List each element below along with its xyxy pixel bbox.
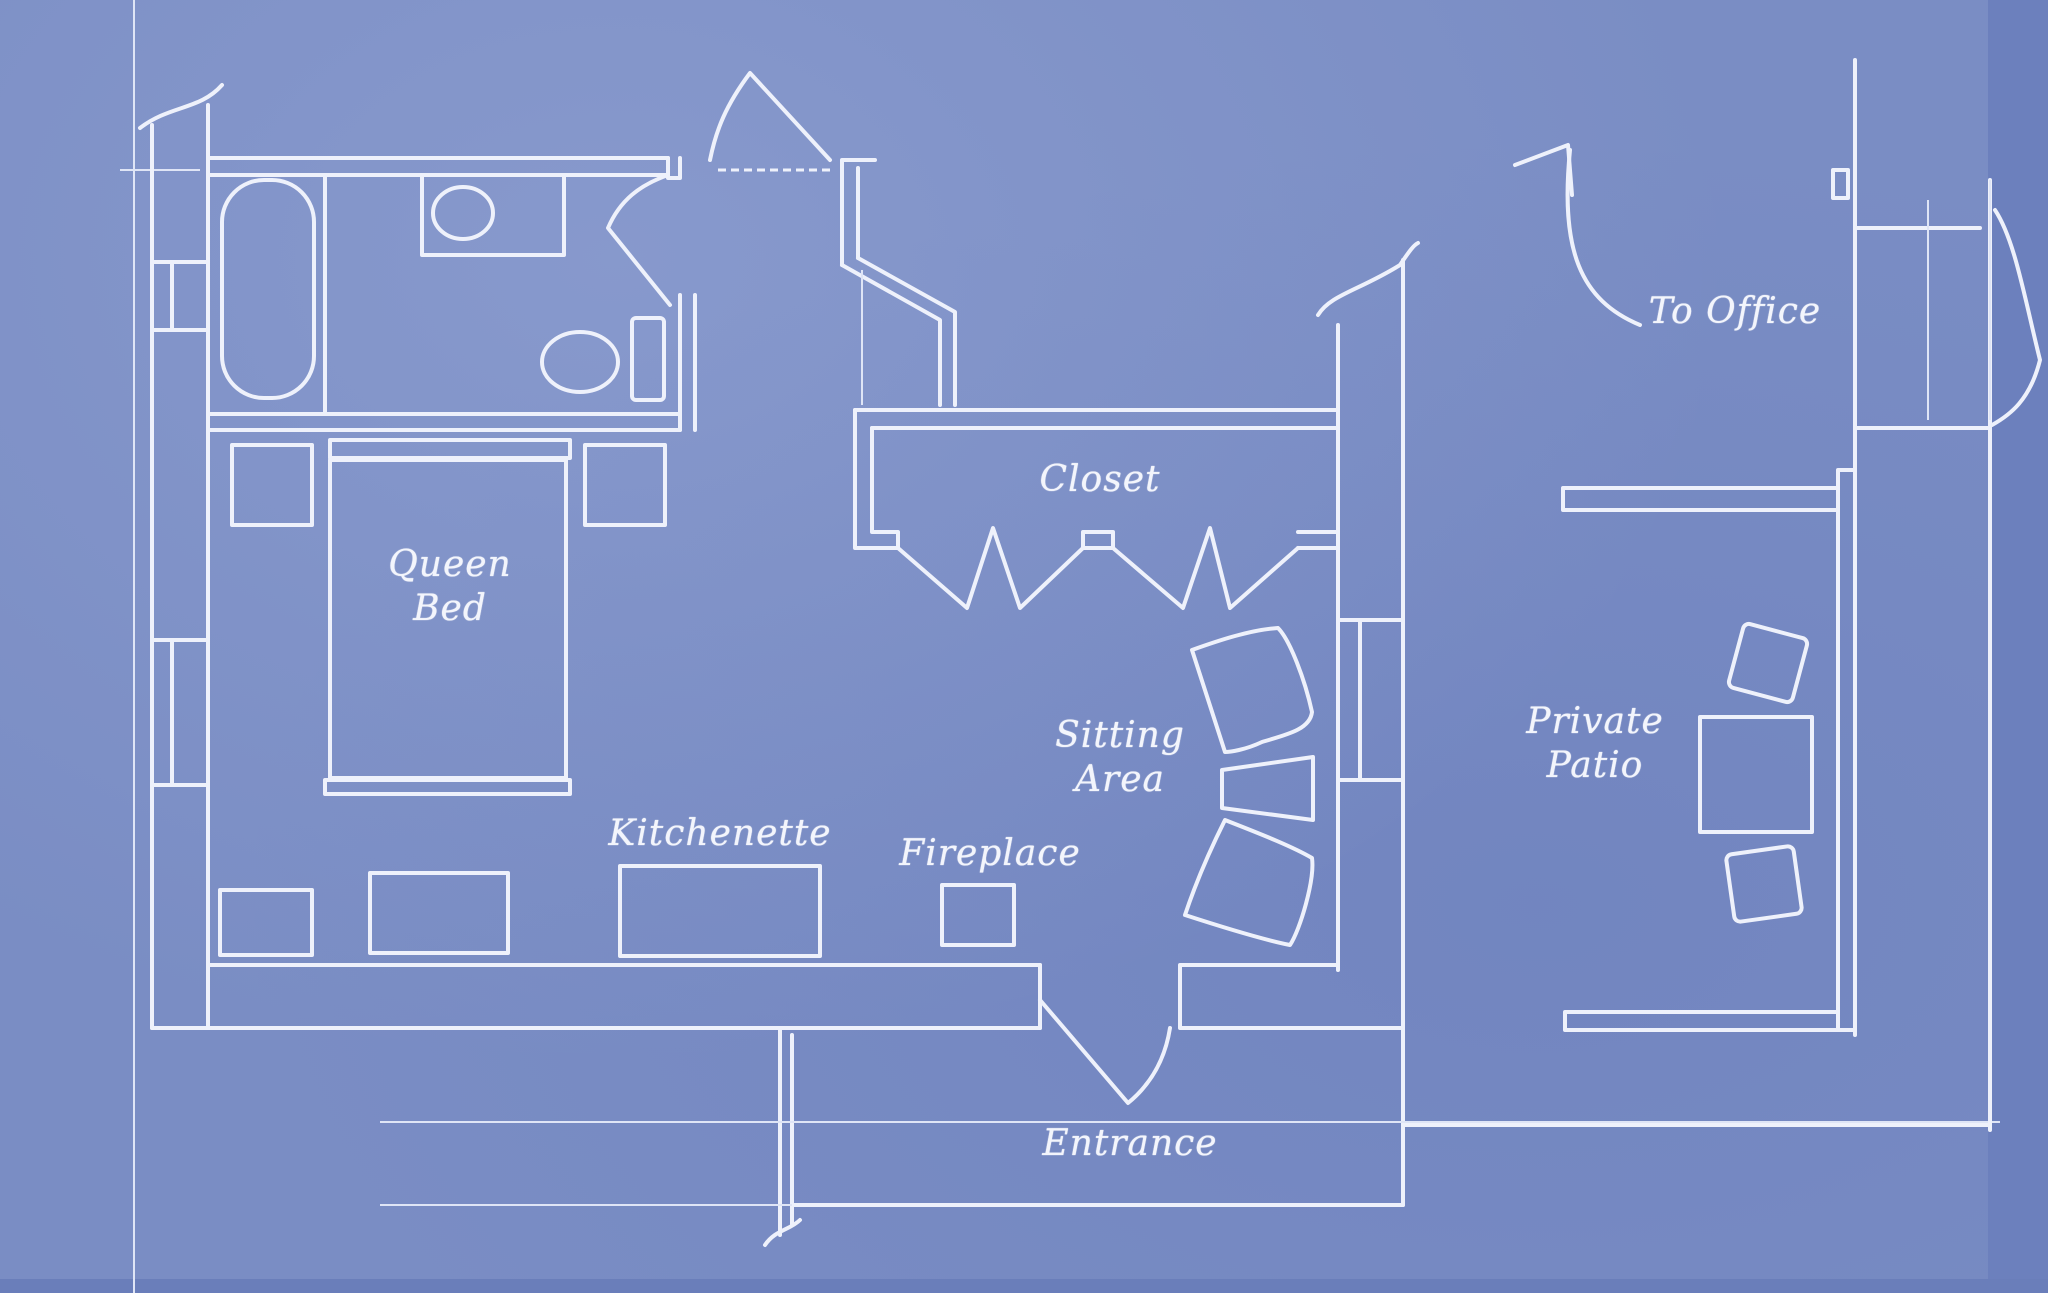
toilet-tank-icon bbox=[630, 316, 666, 402]
paper-edge-bottom bbox=[0, 1279, 2048, 1293]
kitchenette-counter bbox=[618, 864, 822, 958]
north-door bbox=[708, 71, 957, 407]
side-table bbox=[1220, 755, 1315, 822]
west-wall bbox=[138, 83, 224, 1030]
bathroom-door-swing bbox=[606, 173, 672, 307]
label-private-patio: Private Patio bbox=[1526, 701, 1664, 786]
armchair-top bbox=[1190, 626, 1314, 754]
patio-chair-bottom bbox=[1724, 844, 1804, 924]
sink-icon bbox=[431, 185, 495, 241]
toilet-bowl-icon bbox=[540, 330, 620, 394]
label-entrance: Entrance bbox=[1042, 1123, 1218, 1164]
entrance-corridor bbox=[380, 178, 2000, 1247]
entrance-door-swing bbox=[1038, 998, 1172, 1105]
label-kitchenette: Kitchenette bbox=[608, 813, 832, 854]
patio-walls bbox=[1561, 58, 2042, 1037]
closet-bifold-doors bbox=[896, 526, 1300, 610]
label-fireplace: Fireplace bbox=[899, 833, 1081, 874]
fireplace-icon bbox=[940, 883, 1016, 947]
arrowhead-icon bbox=[1513, 143, 1574, 197]
sitting-area-furniture bbox=[1183, 626, 1315, 947]
label-closet: Closet bbox=[1039, 459, 1161, 500]
patio-furniture bbox=[1698, 621, 1814, 924]
kitchen-counter-small bbox=[218, 888, 314, 957]
bathtub-icon bbox=[220, 178, 316, 400]
label-queen-bed: Queen Bed bbox=[388, 544, 512, 629]
curved-arrow-up-icon bbox=[1565, 148, 1642, 327]
armchair-bottom bbox=[1183, 818, 1315, 947]
queen-bed bbox=[323, 438, 572, 796]
south-walls bbox=[150, 963, 1405, 1030]
patio-chair-top bbox=[1726, 621, 1810, 705]
patio-table bbox=[1698, 715, 1814, 834]
bathroom-walls bbox=[206, 156, 697, 432]
nightstand-right bbox=[583, 443, 667, 527]
kitchen-counter-medium bbox=[368, 871, 510, 955]
closet-walls bbox=[853, 408, 1340, 550]
label-sitting-area: Sitting Area bbox=[1055, 715, 1185, 800]
label-to-office: To Office bbox=[1648, 291, 1822, 332]
vanity-counter bbox=[420, 173, 566, 257]
east-wall bbox=[1316, 241, 1420, 1207]
nightstand-left bbox=[230, 443, 314, 527]
